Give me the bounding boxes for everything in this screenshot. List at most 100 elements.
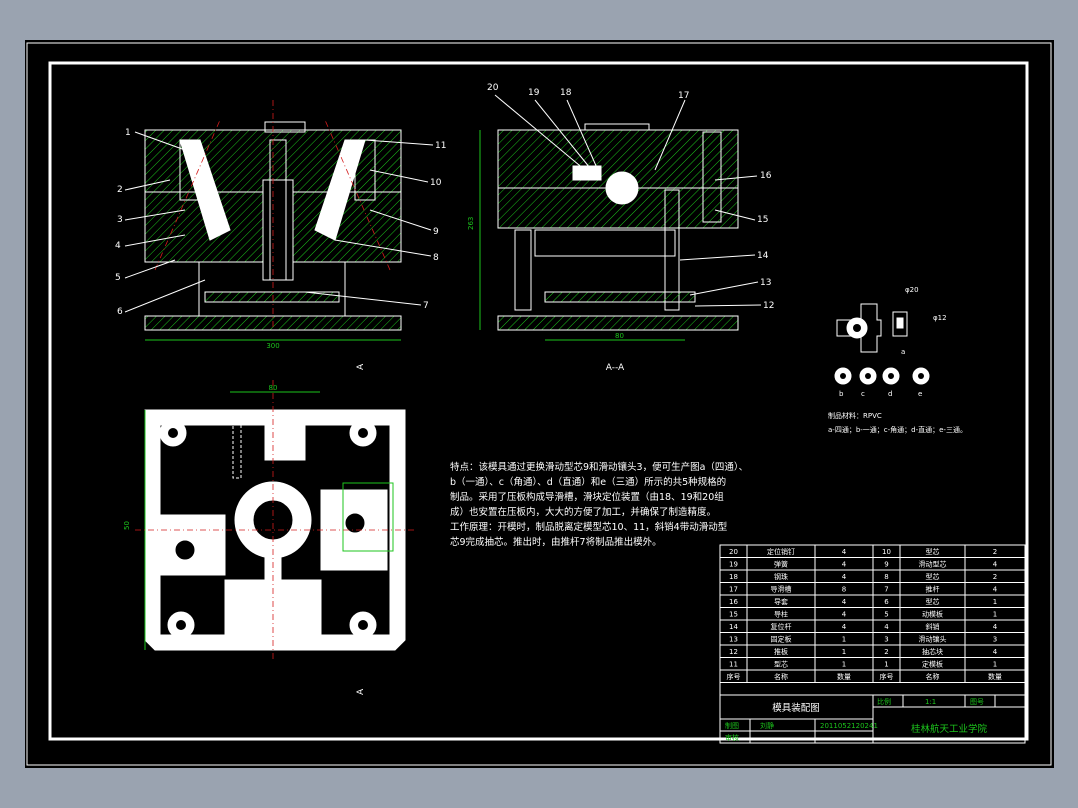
callout-3: 3 [117, 215, 123, 225]
draftsman-name: 刘静 [760, 721, 774, 730]
bom-cell: 定模板 [922, 660, 943, 669]
bom-cell: 动模板 [922, 610, 943, 619]
bom-cell: 4 [842, 548, 847, 556]
callout-16: 16 [760, 171, 772, 181]
bom-cell: 复位杆 [771, 622, 792, 631]
product-label-a: a [901, 348, 905, 356]
bom-cell: 推杆 [926, 585, 940, 594]
bom-cell: 1 [842, 636, 846, 644]
front-callouts: 1 2 3 4 5 6 11 10 9 8 7 [115, 128, 446, 317]
section-view: 263 80 A--A [467, 123, 739, 373]
bom-cell: 导套 [774, 597, 788, 606]
top-view: 80 50 A A [123, 363, 415, 695]
bom-cell: 1 [993, 611, 997, 619]
product-label-c: c [861, 390, 865, 398]
callout-15: 15 [757, 215, 768, 225]
section-width-dim: 80 [615, 332, 624, 340]
student-id: 2011052120241 [820, 722, 878, 730]
front-width-dim: 300 [266, 342, 279, 350]
callout-8: 8 [433, 253, 439, 263]
bom-cell: 2 [993, 548, 997, 556]
bom-cell: 定位销钉 [767, 547, 795, 556]
product-dim-20: φ20 [905, 286, 919, 294]
bom-header-cell: 名称 [774, 672, 788, 681]
product-label-b: b [839, 390, 844, 398]
bom-cell: 11 [729, 661, 738, 669]
notes: 特点：该模具通过更换滑动型芯9和滑动镶头3，便可生产图a（四通）、 b（一通）、… [450, 461, 748, 548]
callout-1: 1 [125, 128, 131, 138]
bom-cell: 18 [729, 573, 738, 581]
bom-cell: 滑动型芯 [919, 560, 947, 569]
bom-cell: 型芯 [926, 547, 940, 556]
bom-cell: 4 [993, 648, 998, 656]
product-label-d: d [888, 390, 892, 398]
product-label-e: e [918, 390, 922, 398]
bom-cell: 7 [884, 586, 888, 594]
product-sketches: a φ20 φ12 b c d e 制品材料：RPVC a-四通；b-一通；c-… [828, 286, 967, 434]
bom-cell: 15 [729, 611, 738, 619]
ratio-label: 比例 [877, 697, 891, 706]
inner-border [48, 61, 1029, 741]
section-title: A--A [606, 363, 625, 373]
school-name: 桂林航天工业学院 [911, 723, 988, 735]
callout-6: 6 [117, 307, 123, 317]
bom-cell: 17 [729, 586, 738, 594]
bom-cell: 13 [729, 636, 738, 644]
bom-cell: 型芯 [926, 597, 940, 606]
callout-4: 4 [115, 241, 121, 251]
section-callouts: 20 19 18 17 16 15 14 13 12 [487, 83, 774, 311]
product-types: a-四通；b-一通；c-角通；d-直通；e-三通。 [828, 425, 967, 434]
bom-cell: 4 [842, 573, 847, 581]
bom-header-cell: 数量 [988, 672, 1002, 681]
bom-header-cell: 序号 [880, 672, 894, 681]
outer-border [26, 42, 1052, 766]
bom-header-cell: 数量 [837, 672, 851, 681]
sheet-label: 图号 [970, 698, 984, 706]
bom-cell: 4 [993, 561, 998, 569]
bom-cell: 14 [729, 623, 738, 631]
drawing-title: 模具装配图 [772, 702, 820, 714]
bom-cell: 8 [884, 573, 888, 581]
callout-13: 13 [760, 278, 771, 288]
bom-cell: 4 [884, 623, 889, 631]
callout-10: 10 [430, 178, 442, 188]
bom-cell: 1 [993, 598, 997, 606]
bom-cell: 4 [842, 623, 847, 631]
callout-9: 9 [433, 227, 439, 237]
bom-cell: 1 [993, 661, 997, 669]
callout-14: 14 [757, 251, 769, 261]
bom-cell: 8 [842, 586, 846, 594]
bom-cell: 10 [882, 548, 891, 556]
bom-cell: 钢珠 [774, 572, 788, 581]
bom-cell: 4 [993, 586, 998, 594]
bom-cell: 斜销 [926, 622, 940, 631]
reviewer-label: 审核 [725, 733, 739, 742]
section-height-dim: 263 [467, 217, 475, 230]
bom-cell: 16 [729, 598, 738, 606]
bom-header-cell: 名称 [926, 672, 940, 681]
callout-2: 2 [117, 185, 123, 195]
top-height-dim: 50 [123, 521, 131, 530]
callout-5: 5 [115, 273, 121, 283]
drawing-canvas: 300 1 2 3 4 5 6 11 10 9 8 7 [26, 42, 1052, 766]
bom-cell: 4 [842, 598, 847, 606]
bom-cell: 4 [842, 561, 847, 569]
bom-cell: 5 [884, 611, 888, 619]
front-view: 300 [144, 100, 402, 350]
bom-cell: 导滑槽 [771, 585, 792, 594]
callout-11: 11 [435, 141, 446, 151]
bom-cell: 2 [993, 573, 997, 581]
bom-cell: 滑动镶头 [919, 635, 947, 644]
bom-cell: 9 [884, 561, 888, 569]
product-dim-12: φ12 [933, 314, 947, 322]
bom-cell: 20 [729, 548, 738, 556]
section-mark-bottom: A [356, 688, 366, 695]
cad-viewport[interactable]: 300 1 2 3 4 5 6 11 10 9 8 7 [25, 40, 1054, 768]
section-mark-top: A [356, 363, 366, 370]
product-material: 制品材料：RPVC [828, 411, 882, 420]
note-line: b（一通）、c（角通）、d（直通）和e（三通）所示的共5种规格的 [450, 476, 726, 488]
note-line: 工作原理：开模时，制品脱离定模型芯10、11，斜销4带动滑动型 [450, 521, 728, 533]
bom-cell: 1 [884, 661, 888, 669]
bom-cell: 4 [993, 623, 998, 631]
